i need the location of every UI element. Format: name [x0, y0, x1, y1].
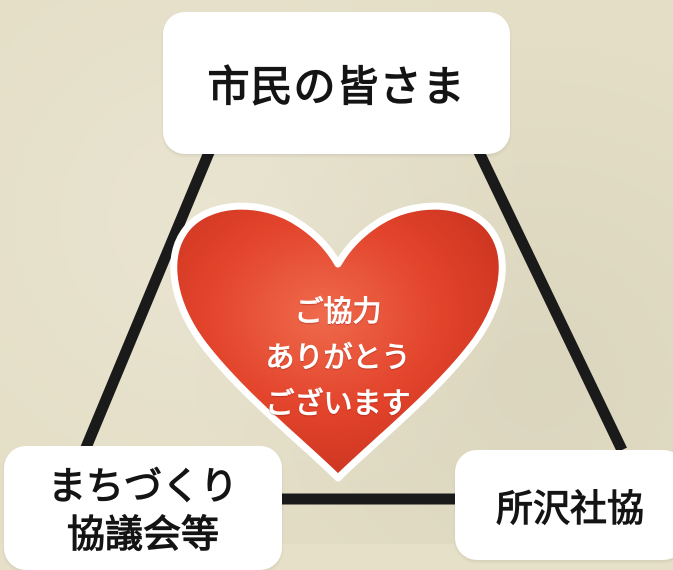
node-citizens: 市民の皆さま	[163, 12, 510, 154]
node-citizens-label: 市民の皆さま	[207, 61, 466, 111]
node-social-welfare-council-label: 所沢社協	[496, 487, 644, 530]
heart-message: ご協力 ありがとう ございます	[228, 288, 448, 426]
heart-message-line-2: ありがとう	[265, 340, 411, 374]
heart-message-line-1: ご協力	[294, 294, 382, 328]
heart-icon	[170, 202, 506, 482]
connector-lines	[79, 147, 627, 505]
node-social-welfare-council: 所沢社協	[455, 450, 673, 560]
connector-line-top-right	[473, 147, 627, 453]
heart-message-line-3: ございます	[265, 386, 411, 420]
node-community-councils-line-2: 協議会等	[66, 512, 219, 556]
node-community-councils: まちづくり 協議会等	[4, 446, 282, 570]
connector-line-top-left	[79, 147, 216, 453]
node-community-councils-line-1: まちづくり	[47, 464, 238, 508]
heart-shape	[170, 202, 506, 482]
